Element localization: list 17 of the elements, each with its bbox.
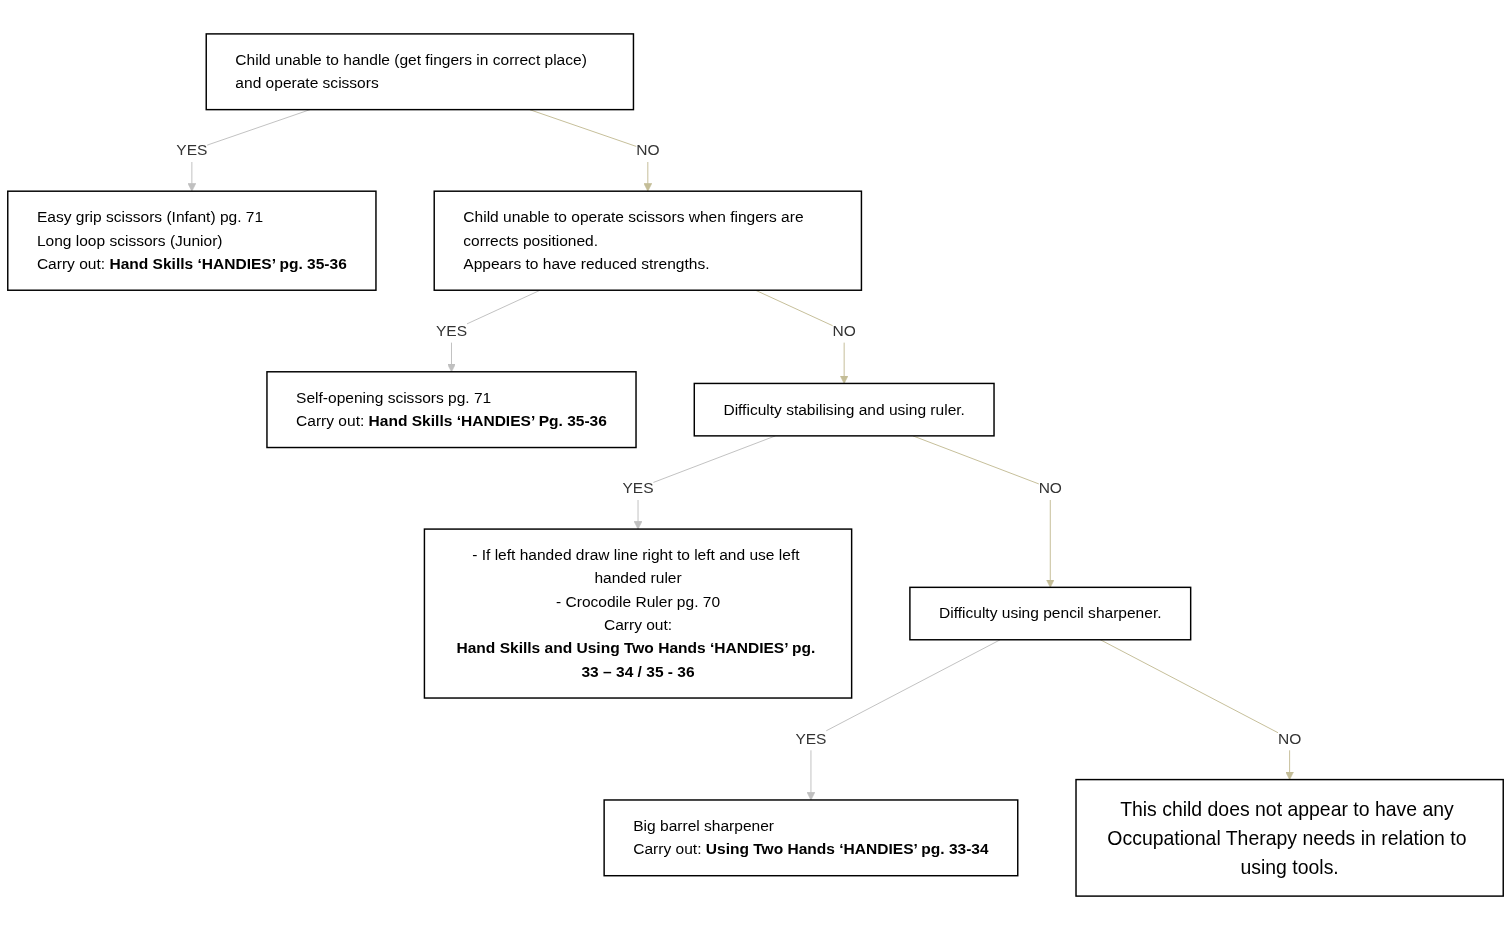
node-box: Easy grip scissors (Infant) pg. 71 Long loop scissors (Junior) Carry out: Hand Skills ‘HANDIES’ pg. 35-36 bbox=[7, 190, 377, 291]
edge-label: NO bbox=[1277, 730, 1302, 747]
edge-label: NO bbox=[1038, 479, 1062, 497]
node-box: Difficulty using pencil sharpener. bbox=[909, 586, 1192, 641]
edge-label: YES bbox=[795, 730, 827, 747]
node-box: Big barrel sharpener Carry out: Using Two Hands ‘HANDIES’ pg. 33-34 bbox=[603, 799, 1019, 877]
edge-label: YES bbox=[435, 322, 468, 339]
edge-label: NO bbox=[636, 141, 660, 159]
node-box: Child unable to operate scissors when fingers are corrects positioned. Appears to have reduced strengths. bbox=[433, 190, 863, 291]
node-box: This child does not appear to have any Occupational Therapy needs in relation to using tools. bbox=[1075, 778, 1504, 897]
edge-label: YES bbox=[176, 141, 208, 159]
node-box: Child unable to handle (get fingers in correct place) and operate scissors bbox=[205, 33, 635, 111]
edge-label: YES bbox=[622, 479, 654, 497]
node-box: - If left handed draw line right to left and use left handed ruler - Crocodile Ruler pg. 70 Carry out: Hand Skills and Using Two Hands ‘HANDIES’ pg. 33 – 34 / 35 - 36 bbox=[423, 528, 853, 699]
edge-label: NO bbox=[832, 322, 856, 339]
node-box: Self-opening scissors pg. 71 Carry out: Hand Skills ‘HANDIES’ Pg. 35-36 bbox=[266, 371, 637, 449]
node-box: Difficulty stabilising and using ruler. bbox=[693, 382, 995, 437]
